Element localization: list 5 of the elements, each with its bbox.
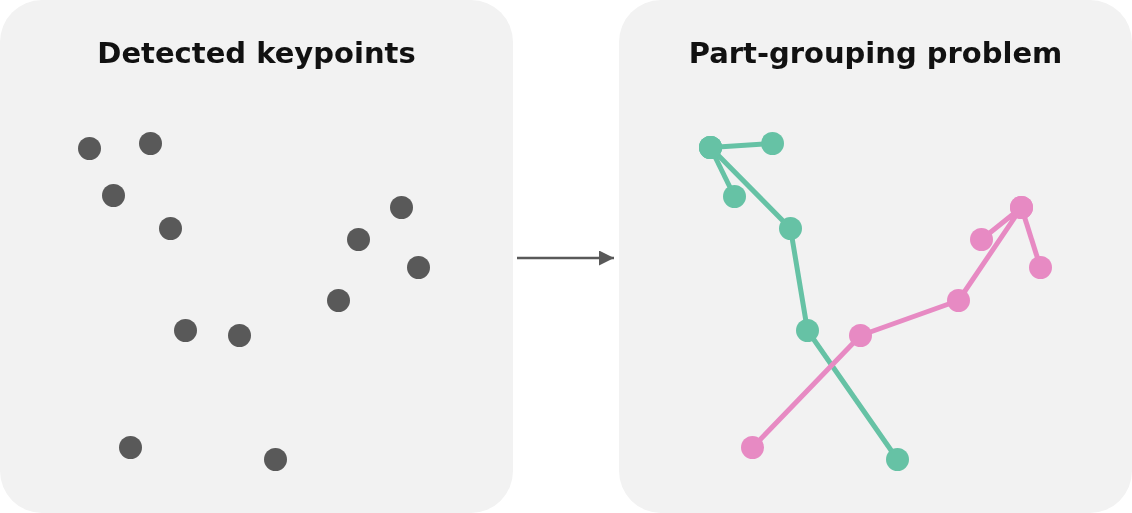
panel-card (0, 0, 513, 513)
panel-title: Detected keypoints (97, 36, 416, 70)
panel-title: Part-grouping problem (688, 36, 1063, 70)
panel-card (619, 0, 1132, 513)
arrow (517, 250, 614, 266)
